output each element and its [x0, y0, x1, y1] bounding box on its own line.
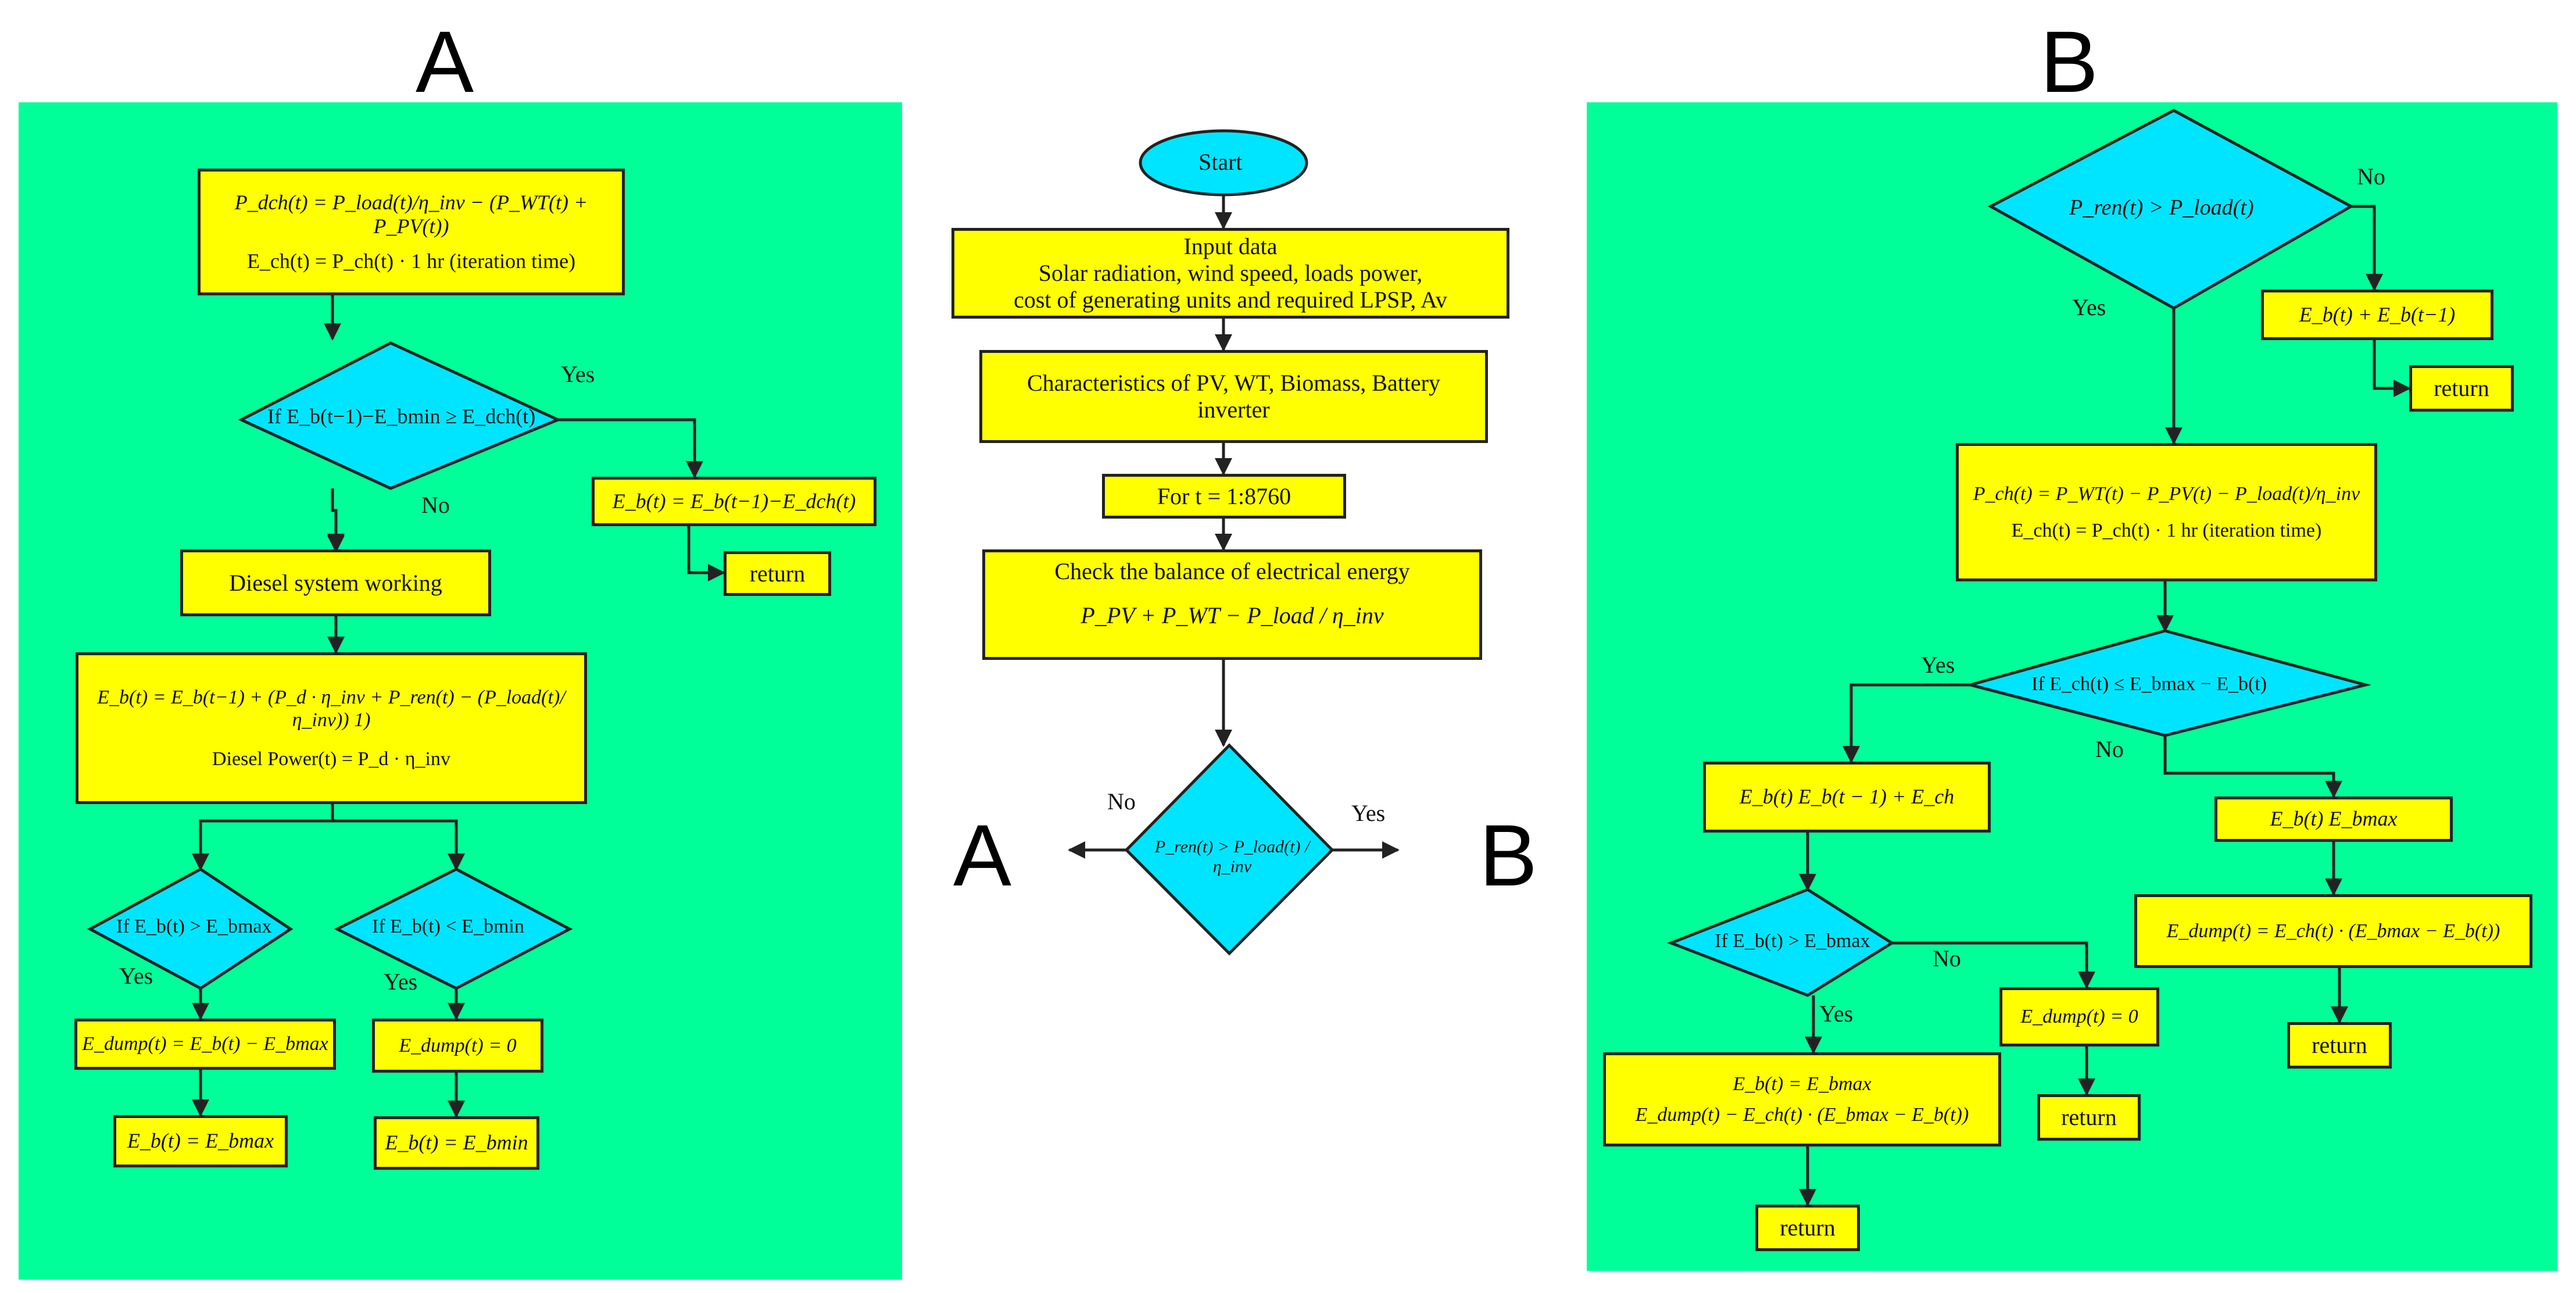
cap-max-box: E_b(t) = E_bmax — [113, 1115, 288, 1167]
panel-a-heading: A — [416, 13, 474, 110]
dump-zero-box-b: E_dump(t) = 0 — [1999, 987, 2159, 1046]
dump-zero-text-b: E_dump(t) = 0 — [2020, 1006, 2138, 1028]
discharge-power-line2: E_ch(t) = P_ch(t) · 1 hr (iteration time… — [246, 249, 576, 273]
panel-a-decision1-text: If E_b(t−1)−E_bmin ≥ E_dch(t) — [267, 405, 536, 428]
diesel-working-label: Diesel system working — [229, 569, 442, 596]
battery-charge-box: E_b(t) E_b(t − 1) + E_ch — [1703, 762, 1991, 833]
panel-b-return3-label: return — [2061, 1104, 2117, 1130]
start-label: Start — [1198, 149, 1243, 175]
dump-zero-box-a: E_dump(t) = 0 — [372, 1019, 543, 1073]
charge-power-line2: E_ch(t) = P_ch(t) · 1 hr (iteration time… — [2011, 520, 2322, 541]
overflow-line2: E_dump(t) − E_ch(t) · (E_bmax − E_b(t)) — [1635, 1104, 1969, 1126]
panel-a-yes-label-3: Yes — [384, 969, 418, 995]
cap-max-text: E_b(t) = E_bmax — [127, 1129, 274, 1153]
panel-a-yes-label-2: Yes — [119, 963, 153, 989]
panel-b-no-label-1: No — [2357, 163, 2385, 190]
panel-b-return4[interactable]: return — [1755, 1205, 1860, 1251]
panel-b-return3[interactable]: return — [2037, 1094, 2141, 1141]
battery-full-box: E_b(t) E_bmax — [2214, 796, 2453, 842]
panel-b-return1-label: return — [2434, 375, 2489, 401]
diesel-energy-box: E_b(t) = E_b(t−1) + (P_d · η_inv + P_ren… — [76, 652, 587, 804]
overflow-line1: E_b(t) = E_bmax — [1733, 1073, 1872, 1095]
panel-a-decision3-text: If E_b(t) < E_bmin — [372, 916, 524, 937]
panel-a-yes-label-1: Yes — [561, 361, 595, 387]
input-data-line1: Solar radiation, wind speed, loads power… — [1038, 260, 1423, 286]
loop-label: For t = 1:8760 — [1157, 483, 1291, 509]
discharge-power-box: P_dch(t) = P_load(t)/η_inv − (P_WT(t) + … — [198, 169, 625, 295]
panel-b-heading: B — [2040, 13, 2099, 110]
dump-excess-box: E_dump(t) = E_b(t) − E_bmax — [74, 1019, 336, 1070]
panel-a-no-label-1: No — [421, 492, 450, 518]
charge-power-box: P_ch(t) = P_WT(t) − P_PV(t) − P_load(t)/… — [1956, 443, 2377, 581]
center-decision-shape — [1124, 743, 1334, 956]
panel-b-return2[interactable]: return — [2287, 1022, 2392, 1069]
panel-b-decision1-text: P_ren(t) > P_load(t) — [2069, 195, 2254, 220]
cap-min-box: E_b(t) = E_bmin — [374, 1116, 539, 1170]
panel-b-decision2-text: If E_ch(t) ≤ E_bmax − E_b(t) — [2031, 673, 2267, 695]
battery-sum-box: E_b(t) + E_b(t−1) — [2261, 290, 2493, 340]
cap-min-text: E_b(t) = E_bmin — [385, 1131, 528, 1155]
overflow-box: E_b(t) = E_bmax E_dump(t) − E_ch(t) · (E… — [1603, 1052, 2001, 1146]
energy-balance-formula: P_PV + P_WT − P_load / η_inv — [1081, 602, 1384, 628]
panel-b-decision1-shape — [1987, 109, 2355, 310]
panel-a-decision3-shape — [334, 867, 573, 990]
panel-b-decision2-shape — [1965, 629, 2371, 737]
center-yes-label: Yes — [1351, 800, 1386, 826]
panel-b-yes-label-1: Yes — [2072, 294, 2106, 320]
battery-discharge-box: E_b(t) = E_b(t−1)−E_dch(t) — [592, 477, 876, 526]
panel-a-decision2-text: If E_b(t) > E_bmax — [116, 916, 272, 937]
dump-excess-text: E_dump(t) = E_b(t) − E_bmax — [82, 1033, 328, 1055]
panel-a-return1[interactable]: return — [724, 551, 831, 596]
charge-power-line1: P_ch(t) = P_WT(t) − P_PV(t) − P_load(t)/… — [1973, 483, 2360, 505]
center-decision-text: P_ren(t) > P_load(t) / η_inv — [1154, 837, 1310, 876]
panel-a-decision1-shape — [238, 341, 562, 490]
panel-b-decision3-text: If E_b(t) > E_bmax — [1715, 930, 1870, 952]
panel-b-no-label-2: No — [2095, 736, 2124, 762]
energy-balance-box: Check the balance of electrical energy P… — [982, 549, 1482, 660]
input-data-title: Input data — [1183, 233, 1278, 259]
panel-a-decision2-shape — [87, 867, 294, 990]
characteristics-line1: Characteristics of PV, WT, Biomass, Batt… — [1027, 370, 1440, 396]
input-data-box: Input data Solar radiation, wind speed, … — [951, 228, 1509, 319]
dump-full-box: E_dump(t) = E_ch(t) · (E_bmax − E_b(t)) — [2134, 894, 2532, 968]
input-data-line2: cost of generating units and required LP… — [1014, 287, 1447, 313]
discharge-power-line1: P_dch(t) = P_load(t)/η_inv − (P_WT(t) + … — [234, 190, 588, 238]
connector-b-label: B — [1479, 806, 1538, 904]
panel-b-yes-label-2: Yes — [1921, 652, 1955, 678]
connector-a-label: A — [953, 806, 1012, 904]
loop-box: For t = 1:8760 — [1102, 474, 1346, 519]
characteristics-line2: inverter — [1197, 397, 1270, 423]
dump-zero-text-a: E_dump(t) = 0 — [399, 1034, 517, 1056]
energy-balance-title: Check the balance of electrical energy — [1054, 558, 1410, 584]
panel-a-return1-label: return — [749, 560, 806, 587]
panel-b-decision3-shape — [1667, 888, 1895, 997]
panel-b-return4-label: return — [1780, 1215, 1836, 1241]
characteristics-box: Characteristics of PV, WT, Biomass, Batt… — [979, 350, 1488, 443]
center-no-label: No — [1107, 788, 1136, 815]
panel-b-return2-label: return — [2312, 1032, 2367, 1058]
diesel-working-box: Diesel system working — [180, 549, 491, 616]
panel-b-return1[interactable]: return — [2409, 365, 2514, 412]
diesel-energy-line1: E_b(t) = E_b(t−1) + (P_d · η_inv + P_ren… — [97, 686, 566, 731]
panel-b-yes-label-3: Yes — [1819, 1001, 1854, 1027]
battery-charge-text: E_b(t) E_b(t − 1) + E_ch — [1739, 785, 1955, 809]
battery-sum-text: E_b(t) + E_b(t−1) — [2299, 302, 2456, 326]
battery-discharge-text: E_b(t) = E_b(t−1)−E_dch(t) — [612, 489, 856, 513]
diesel-energy-line2: Diesel Power(t) = P_d · η_inv — [212, 748, 450, 770]
battery-full-text: E_b(t) E_bmax — [2270, 807, 2398, 831]
panel-b-no-label-3: No — [1933, 945, 1961, 971]
start-terminal — [1139, 129, 1308, 197]
dump-full-text: E_dump(t) = E_ch(t) · (E_bmax − E_b(t)) — [2166, 920, 2500, 942]
